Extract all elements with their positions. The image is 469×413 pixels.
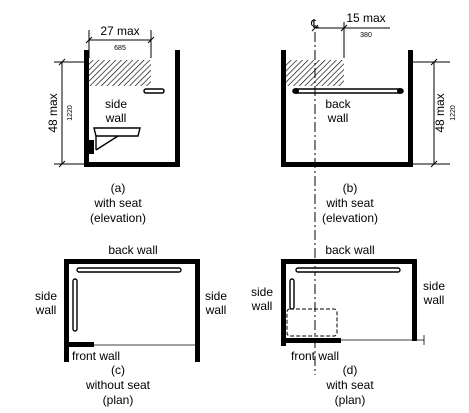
d-left-side-2: wall [251,299,273,313]
figure-b: ℄ 15 max 380 48 max 1220 back wall (b) w… [281,11,457,375]
c-caption-id: (c) [111,363,125,377]
d-grab-bar-side [289,278,295,310]
a-caption-1: with seat [93,196,142,210]
b-offset-mm: 380 [360,32,372,39]
d-front-wall [281,338,341,343]
d-caption-2: (plan) [335,393,366,407]
figure-c: back wall side wall side wall front wall… [35,243,228,407]
b-wall-label-2: wall [327,111,349,125]
c-left-side-1: side [35,289,57,303]
b-height-label: 48 max [433,93,447,132]
c-grab-bar-side [72,278,78,332]
a-height-mm: 1220 [67,105,74,121]
c-back-wall [64,259,200,264]
a-floor [84,162,180,167]
b-right-wall [408,50,413,167]
b-caption-2: (elevation) [322,211,378,225]
d-back-wall-label: back wall [325,243,374,257]
b-caption-id: (b) [343,181,358,195]
d-grab-bar-back [295,267,401,273]
c-caption-2: (plan) [103,393,134,407]
a-width-mm: 685 [114,45,126,52]
c-back-wall-label: back wall [108,243,157,257]
b-left-wall [281,50,286,167]
b-centerline-symbol: ℄ [310,17,319,31]
d-caption-1: with seat [325,378,374,392]
d-caption-id: (d) [343,363,358,377]
a-caption-id: (a) [111,181,126,195]
c-front-wall [64,342,94,347]
d-back-wall [281,259,417,264]
a-left-wall [84,50,89,167]
b-offset-label: 15 max [346,11,385,25]
d-right-side-2: wall [423,293,445,307]
b-floor [281,162,413,167]
c-right-wall [195,259,200,362]
a-hatched-zone [89,60,151,86]
figure-d: back wall side wall side wall front wall… [251,243,446,407]
a-caption-2: (elevation) [90,211,146,225]
c-caption-1: without seat [85,378,151,392]
d-right-side-1: side [423,279,445,293]
a-height-label: 48 max [46,93,60,132]
a-shower-seat [89,127,141,154]
b-grab-bar [292,88,404,94]
c-front-wall-label: front wall [72,349,120,363]
c-left-side-2: wall [35,303,57,317]
c-right-side-2: wall [205,303,227,317]
d-seat-outline [286,308,338,337]
d-left-side-1: side [251,285,273,299]
c-right-side-1: side [205,289,227,303]
b-caption-1: with seat [325,196,374,210]
c-left-wall [64,259,69,362]
a-wall-label-2: wall [105,111,127,125]
b-wall-label-1: back [325,97,351,111]
a-wall-label-1: side [105,97,127,111]
a-width-label: 27 max [100,24,139,38]
b-height-mm: 1220 [450,105,457,121]
d-left-wall [281,259,286,346]
d-front-wall-label: front wall [291,349,339,363]
figure-a: 27 max 685 48 max 1220 side wall (a) wit… [46,24,180,225]
a-right-wall [175,50,180,167]
d-right-wall [412,259,417,341]
c-grab-bar-back [76,267,182,273]
a-grab-bar [143,88,165,94]
